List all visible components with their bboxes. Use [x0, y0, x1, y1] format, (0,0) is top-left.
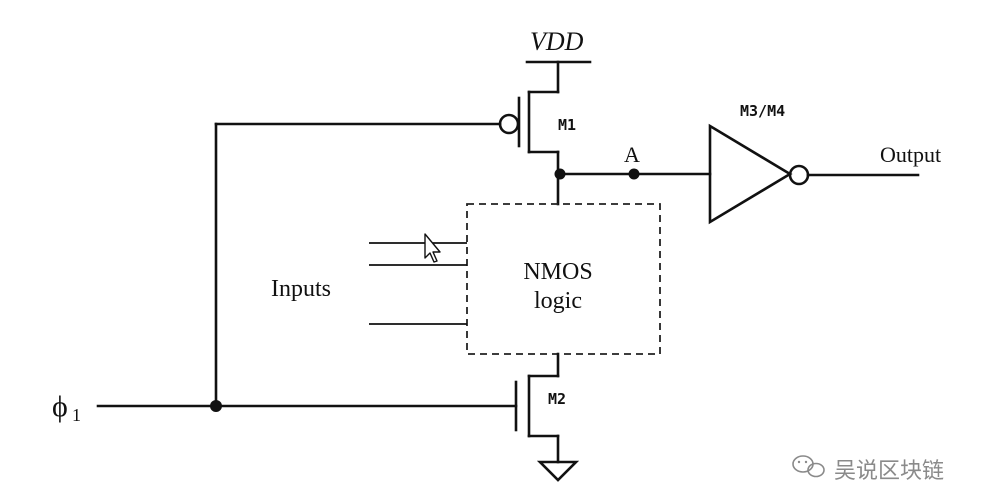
mouse-cursor-icon [424, 233, 441, 263]
nmos-m2 [514, 374, 560, 438]
inputs-label: Inputs [271, 276, 331, 302]
logic-block-line1: NMOS [523, 259, 592, 285]
node-junction-dot [554, 168, 566, 180]
wechat-icon [792, 455, 825, 478]
inverter-m3-m4 [708, 123, 810, 225]
pmos-m1 [498, 90, 560, 154]
inverter-bubble [788, 164, 810, 186]
inverter-label: M3/M4 [740, 102, 785, 120]
logic-block-line2: logic [534, 288, 582, 314]
nmos-logic-block [466, 203, 661, 355]
clock-junction-dot [210, 400, 222, 412]
m1-label: M1 [558, 116, 576, 134]
ground-icon [536, 460, 580, 482]
vdd-label: VDD [530, 27, 584, 56]
output-label: Output [880, 142, 941, 167]
watermark-text: 吴说区块链 [834, 459, 944, 484]
clock-subscript: 1 [72, 405, 81, 425]
pmos-gate-bubble [498, 113, 520, 135]
m2-label: M2 [548, 390, 566, 408]
node-a-label: A [624, 142, 640, 167]
clock-label: ϕ [52, 390, 68, 423]
node-a-dot [628, 168, 640, 180]
